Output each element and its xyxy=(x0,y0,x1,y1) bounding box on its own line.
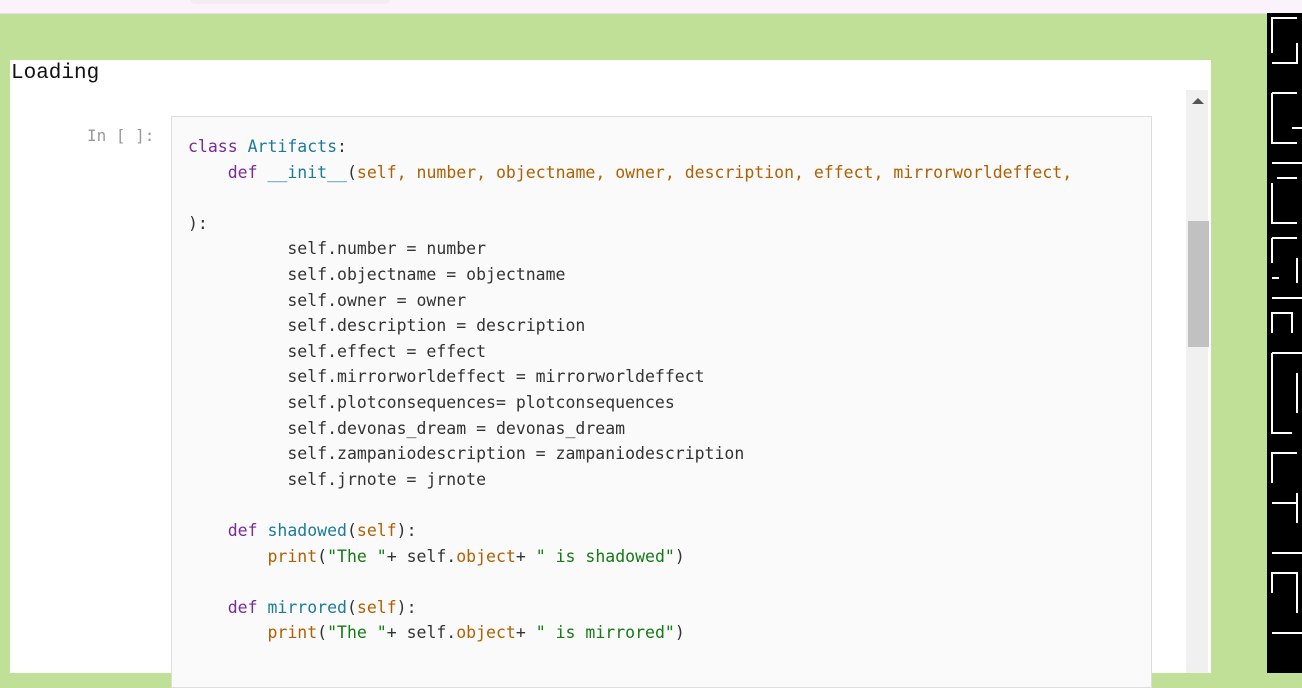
code-token: self.plotconsequences= plotconsequences xyxy=(188,392,675,412)
code-token: ( xyxy=(346,162,357,182)
code-line: def mirrored(self): xyxy=(188,595,1072,621)
code-editor[interactable]: class Artifacts: def __init__(self, numb… xyxy=(188,134,1072,646)
code-token: ( xyxy=(317,546,328,566)
code-line: self.devonas_dream = devonas_dream xyxy=(188,416,1072,442)
code-token: self xyxy=(356,597,397,617)
code-token: "The " xyxy=(327,623,387,643)
code-line: def shadowed(self): xyxy=(188,518,1072,544)
code-line: self.jrnote = jrnote xyxy=(188,467,1072,493)
code-token xyxy=(188,521,228,540)
code-token: + self. xyxy=(386,546,457,566)
code-line: self.plotconsequences= plotconsequences xyxy=(188,390,1072,416)
code-token xyxy=(188,163,228,182)
code-token xyxy=(188,547,267,566)
code-token: " is mirrored" xyxy=(535,623,675,643)
code-token: self.jrnote = jrnote xyxy=(188,469,487,489)
code-token: ( xyxy=(346,597,357,617)
code-token: ( xyxy=(317,623,328,643)
code-token: def xyxy=(227,162,268,182)
code-line: self.mirrorworldeffect = mirrorworldeffe… xyxy=(188,364,1072,390)
code-line xyxy=(188,185,1072,211)
code-token: def xyxy=(227,520,268,540)
code-line: print("The "+ self.object+ " is mirrored… xyxy=(188,620,1072,646)
code-token: " is shadowed" xyxy=(535,546,675,566)
code-token: + self. xyxy=(386,623,457,643)
code-token: self.effect = effect xyxy=(188,341,487,361)
code-token: ( xyxy=(346,520,357,540)
code-line: self.objectname = objectname xyxy=(188,262,1072,288)
code-token: ): xyxy=(396,597,417,617)
code-line: class Artifacts: xyxy=(188,134,1072,160)
code-token xyxy=(188,598,228,617)
code-line: self.description = description xyxy=(188,313,1072,339)
code-token: self.zampaniodescription = zampaniodescr… xyxy=(188,444,745,464)
code-token: __init__ xyxy=(267,162,347,182)
cell-prompt: In [ ]: xyxy=(87,126,155,145)
code-token: object xyxy=(456,623,516,643)
code-token: def xyxy=(227,597,268,617)
code-token: print xyxy=(267,546,318,566)
code-line: self.owner = owner xyxy=(188,288,1072,314)
code-line: self.effect = effect xyxy=(188,339,1072,365)
code-token: self.number = number xyxy=(188,239,487,259)
code-token: object xyxy=(456,546,516,566)
scrollbar[interactable] xyxy=(1186,90,1209,673)
code-token: + xyxy=(515,546,536,566)
loading-text: Loading xyxy=(11,62,100,85)
code-token: self.devonas_dream = devonas_dream xyxy=(188,418,626,438)
code-line: self.zampaniodescription = zampaniodescr… xyxy=(188,441,1072,467)
scrollbar-thumb[interactable] xyxy=(1188,221,1209,347)
code-line: ): xyxy=(188,211,1072,237)
scroll-up-arrow-icon[interactable] xyxy=(1192,98,1204,104)
code-token: self.objectname = objectname xyxy=(188,264,566,284)
maze-decoration xyxy=(1267,13,1302,673)
address-bar[interactable] xyxy=(190,0,390,4)
code-token: class xyxy=(188,137,248,156)
code-line xyxy=(188,492,1072,518)
notebook-panel: Loading In [ ]: class Artifacts: def __i… xyxy=(10,60,1211,688)
code-token: print xyxy=(267,623,318,643)
code-token: self.owner = owner xyxy=(188,290,467,310)
code-token: ): xyxy=(188,213,208,233)
code-token xyxy=(188,623,267,642)
code-token: self, number, objectname, owner, descrip… xyxy=(356,162,1073,182)
code-token: : xyxy=(337,137,347,156)
code-line: self.number = number xyxy=(188,236,1072,262)
browser-top-bar xyxy=(0,0,1302,14)
code-token: "The " xyxy=(327,546,387,566)
code-token: self.description = description xyxy=(188,316,586,336)
code-token: self.mirrorworldeffect = mirrorworldeffe… xyxy=(188,367,705,387)
code-token: mirrored xyxy=(267,597,347,617)
code-token: ) xyxy=(674,546,685,566)
code-token: ): xyxy=(396,520,417,540)
code-token: self xyxy=(356,520,397,540)
code-token: shadowed xyxy=(267,520,347,540)
code-token: Artifacts xyxy=(247,137,338,156)
code-line: print("The "+ self.object+ " is shadowed… xyxy=(188,544,1072,570)
code-token: + xyxy=(515,623,536,643)
code-line xyxy=(188,569,1072,595)
code-line: def __init__(self, number, objectname, o… xyxy=(188,160,1072,186)
code-cell[interactable]: class Artifacts: def __init__(self, numb… xyxy=(171,116,1152,688)
code-token: ) xyxy=(674,623,685,643)
